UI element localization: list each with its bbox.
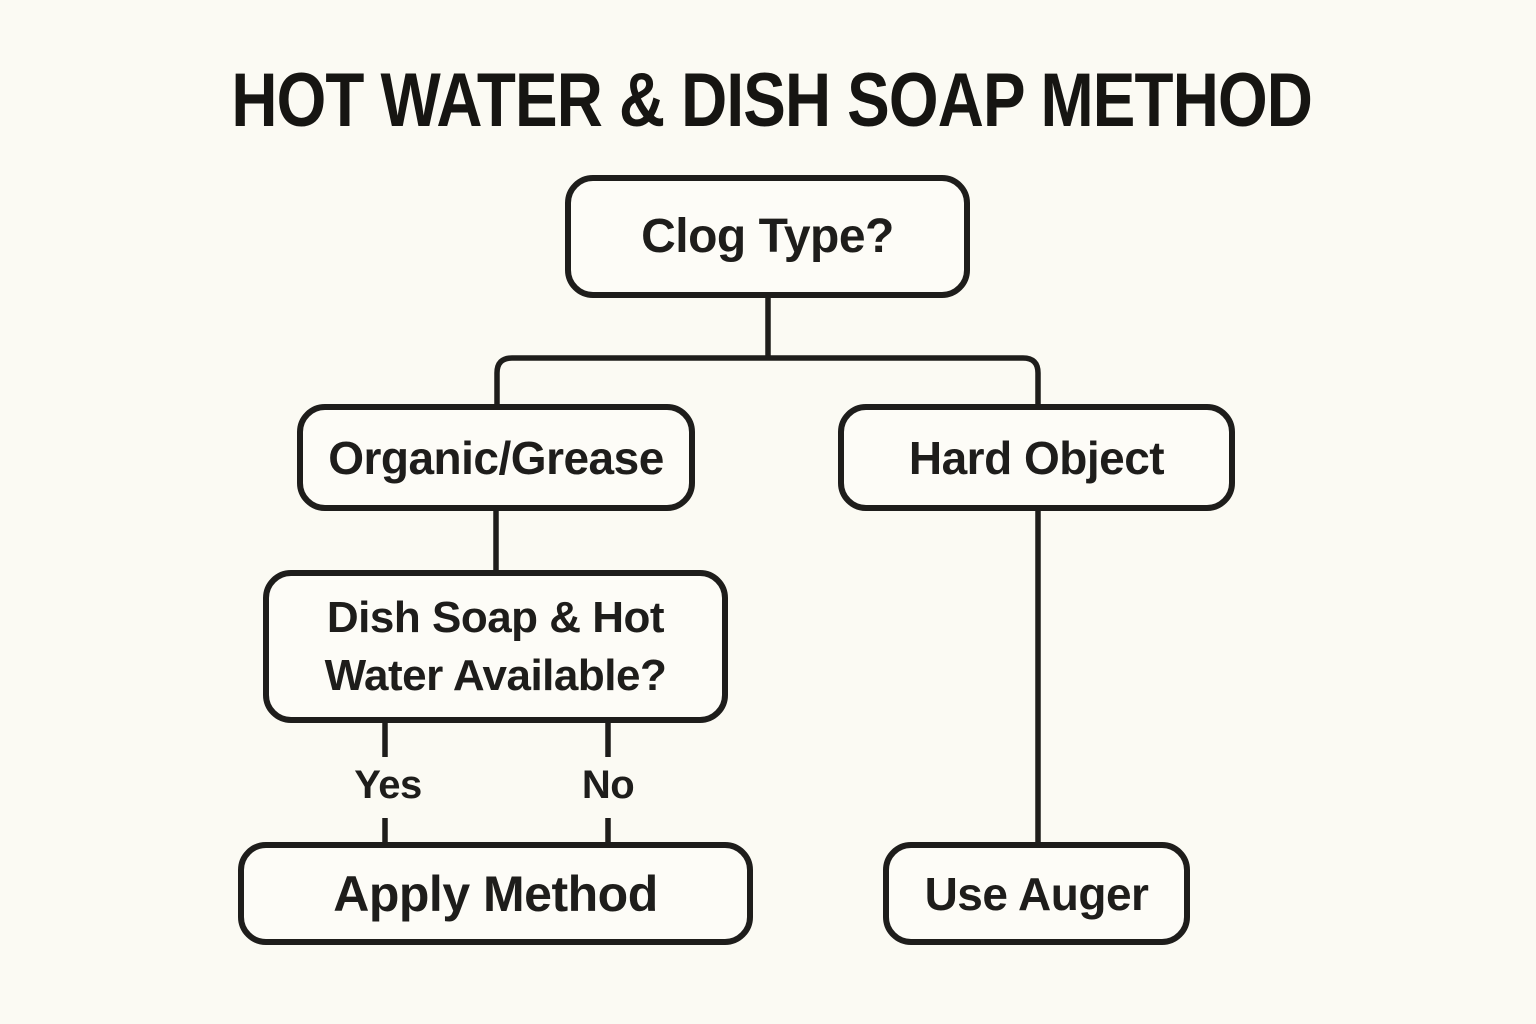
node-dish-soap-hot-water-available: Dish Soap & Hot Water Available?: [263, 570, 728, 723]
node-apply-method-label: Apply Method: [333, 865, 658, 922]
edge-branch-bar: [494, 355, 1041, 405]
node-use-auger-label: Use Auger: [924, 867, 1149, 920]
node-hard-object-label: Hard Object: [908, 431, 1165, 484]
edge-label-yes: Yes: [354, 763, 422, 807]
edge-label-no: No: [581, 763, 635, 807]
node-apply-method: Apply Method: [238, 842, 753, 945]
node-organic-grease: Organic/Grease: [297, 404, 695, 511]
node-hard-object: Hard Object: [838, 404, 1235, 511]
diagram-title: HOT WATER & DISH SOAP METHOD: [231, 58, 1313, 143]
node-clog-type: Clog Type?: [565, 175, 970, 298]
node-organic-grease-label: Organic/Grease: [328, 431, 664, 484]
node-use-auger: Use Auger: [883, 842, 1190, 945]
node-dish-soap-hot-water-available-label: Dish Soap & Hot Water Available?: [324, 593, 667, 700]
node-clog-type-label: Clog Type?: [641, 210, 894, 263]
